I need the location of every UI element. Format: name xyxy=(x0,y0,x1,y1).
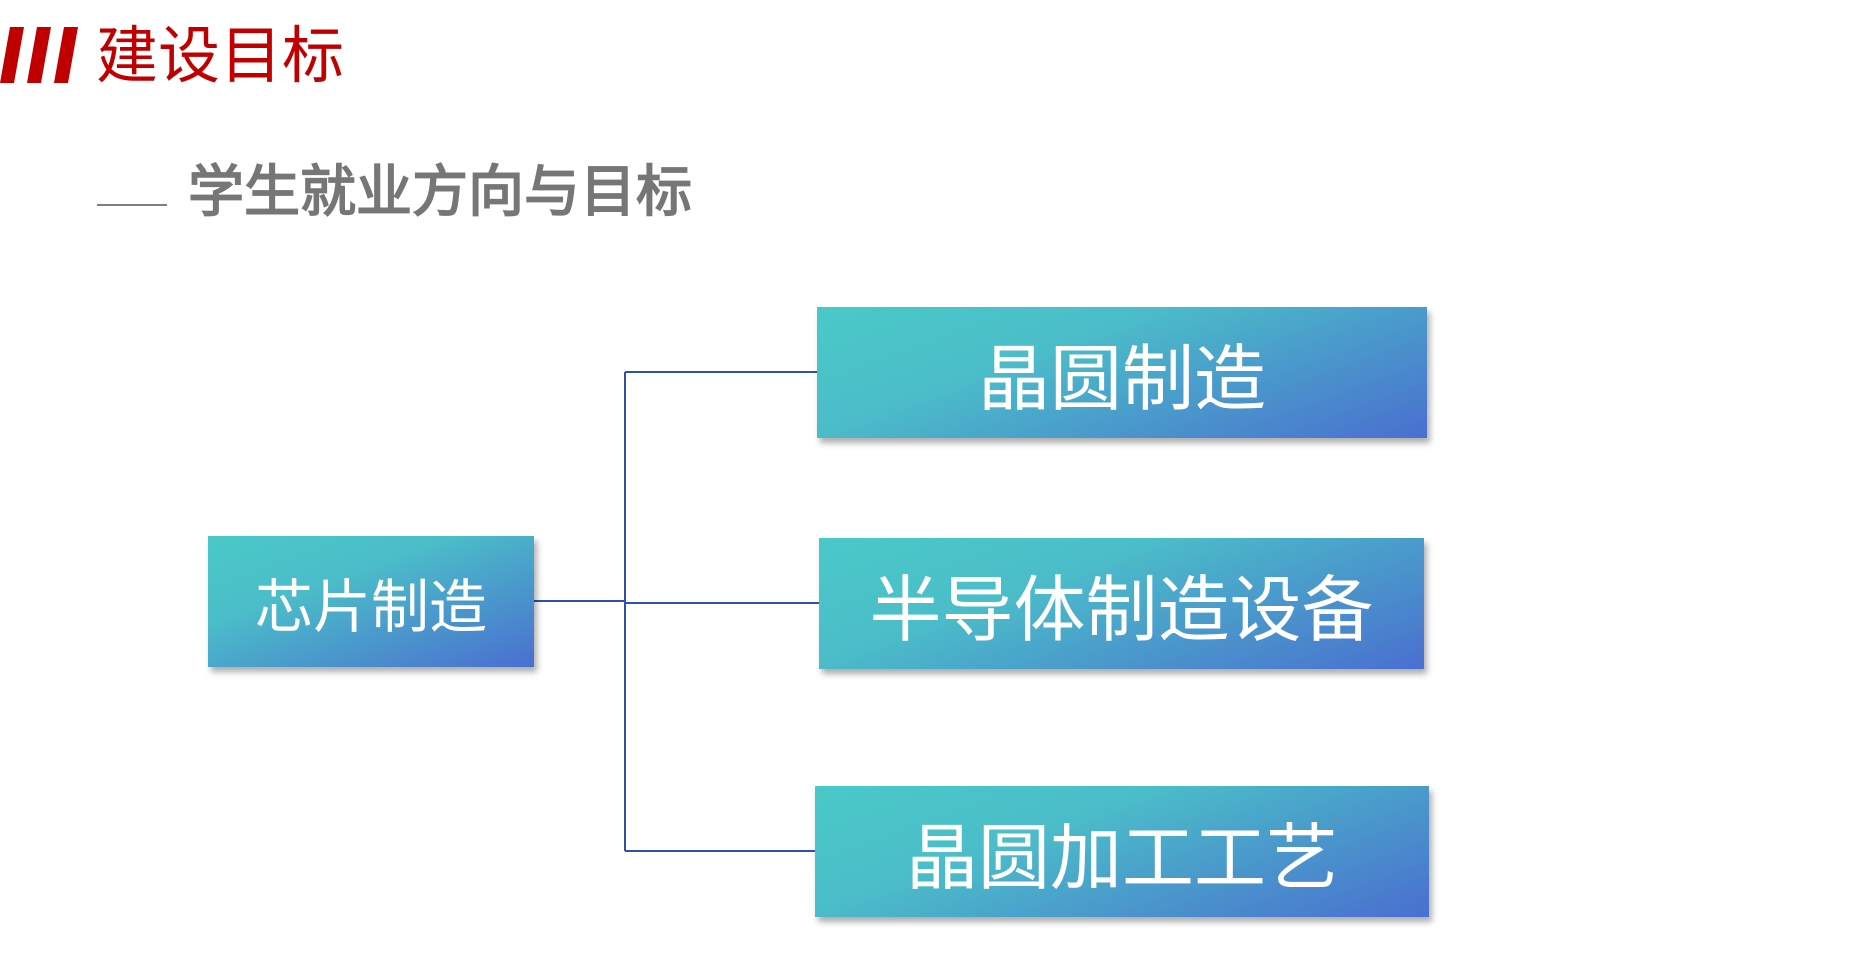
node-child-2-label: 半导体制造设备 xyxy=(869,568,1374,652)
node-child-3-label: 晶圆加工工艺 xyxy=(905,816,1338,900)
node-child-3: 晶圆加工工艺 xyxy=(815,786,1429,917)
subtitle-dash xyxy=(97,204,167,206)
node-child-2: 半导体制造设备 xyxy=(819,538,1424,669)
node-root: 芯片制造 xyxy=(208,536,534,667)
node-child-1: 晶圆制造 xyxy=(817,307,1427,438)
node-root-label: 芯片制造 xyxy=(254,572,487,641)
node-child-1-label: 晶圆制造 xyxy=(977,337,1266,421)
section-subtitle: 学生就业方向与目标 xyxy=(188,160,692,225)
header-accent-bars-icon xyxy=(0,27,78,83)
page-title: 建设目标 xyxy=(96,19,345,92)
